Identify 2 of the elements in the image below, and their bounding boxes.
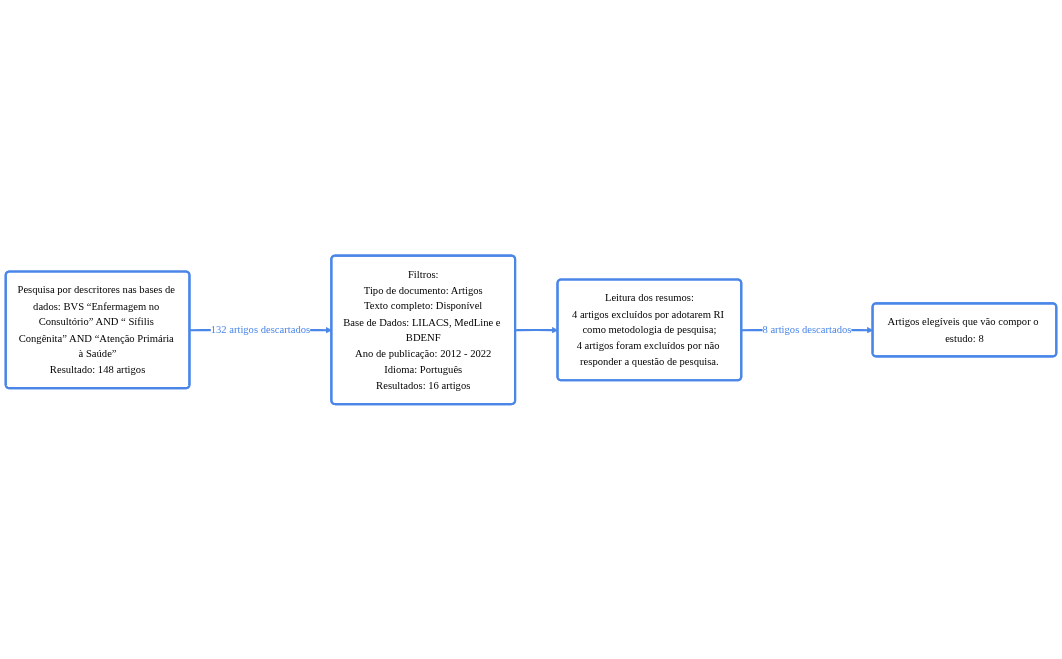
edge-label: 132 artigos descartados xyxy=(210,323,311,335)
edge-label: 8 artigos descartados xyxy=(762,323,852,335)
